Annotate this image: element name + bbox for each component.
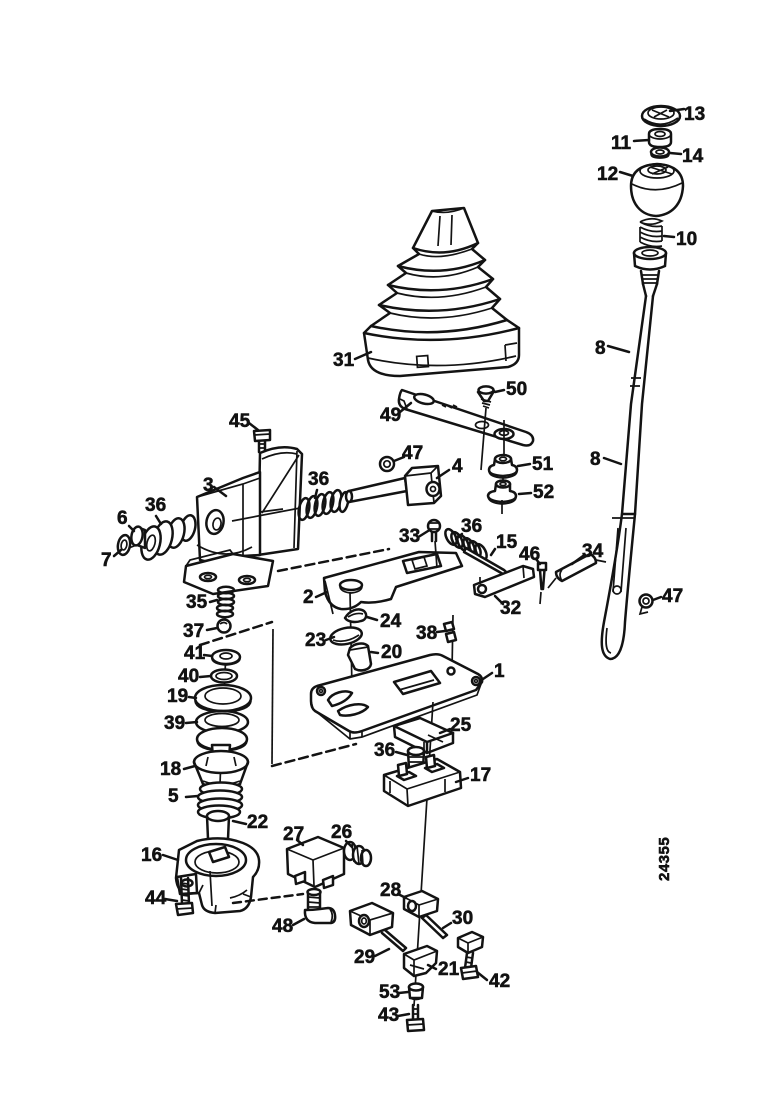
svg-text:18: 18 <box>160 759 181 780</box>
svg-text:12: 12 <box>597 164 618 185</box>
svg-text:6: 6 <box>117 508 128 529</box>
svg-text:36: 36 <box>374 740 395 761</box>
svg-text:3: 3 <box>203 475 214 496</box>
svg-text:33: 33 <box>399 526 420 547</box>
svg-text:4: 4 <box>452 456 463 477</box>
svg-text:44: 44 <box>145 888 167 909</box>
svg-text:1: 1 <box>494 661 505 682</box>
svg-text:52: 52 <box>533 482 554 503</box>
svg-text:51: 51 <box>532 454 554 475</box>
svg-text:46: 46 <box>519 544 540 565</box>
svg-text:47: 47 <box>402 443 423 464</box>
svg-text:31: 31 <box>333 350 355 371</box>
svg-text:41: 41 <box>184 643 206 664</box>
svg-text:34: 34 <box>582 541 604 562</box>
svg-text:8: 8 <box>595 338 606 359</box>
svg-text:40: 40 <box>178 666 199 687</box>
svg-text:27: 27 <box>283 824 304 845</box>
svg-text:8: 8 <box>590 449 601 470</box>
svg-text:35: 35 <box>186 592 208 613</box>
svg-text:29: 29 <box>354 947 375 968</box>
svg-text:15: 15 <box>496 532 518 553</box>
svg-text:19: 19 <box>167 686 188 707</box>
svg-text:16: 16 <box>141 845 162 866</box>
svg-text:39: 39 <box>164 713 185 734</box>
svg-text:24355: 24355 <box>656 837 673 881</box>
svg-text:13: 13 <box>684 104 705 125</box>
svg-text:21: 21 <box>438 959 460 980</box>
svg-text:30: 30 <box>452 908 473 929</box>
svg-text:53: 53 <box>379 982 400 1003</box>
svg-text:24: 24 <box>380 611 402 632</box>
svg-text:25: 25 <box>450 715 472 736</box>
svg-text:32: 32 <box>500 598 521 619</box>
svg-text:36: 36 <box>461 516 482 537</box>
svg-text:36: 36 <box>308 469 329 490</box>
svg-text:11: 11 <box>611 133 632 154</box>
svg-text:20: 20 <box>381 642 402 663</box>
svg-text:28: 28 <box>380 880 401 901</box>
svg-text:14: 14 <box>682 146 704 167</box>
svg-text:2: 2 <box>303 587 314 608</box>
svg-text:48: 48 <box>272 916 293 937</box>
svg-text:10: 10 <box>676 229 697 250</box>
svg-text:22: 22 <box>247 812 268 833</box>
svg-text:38: 38 <box>416 623 437 644</box>
svg-text:43: 43 <box>378 1005 399 1026</box>
svg-text:47: 47 <box>662 586 683 607</box>
svg-text:23: 23 <box>305 630 326 651</box>
svg-text:49: 49 <box>380 405 401 426</box>
svg-text:37: 37 <box>183 621 204 642</box>
svg-text:50: 50 <box>506 379 527 400</box>
svg-text:36: 36 <box>145 495 166 516</box>
svg-text:42: 42 <box>489 971 510 992</box>
svg-text:26: 26 <box>331 822 352 843</box>
svg-text:45: 45 <box>229 411 251 432</box>
svg-text:7: 7 <box>101 550 112 571</box>
svg-text:17: 17 <box>470 765 491 786</box>
svg-text:5: 5 <box>168 786 179 807</box>
